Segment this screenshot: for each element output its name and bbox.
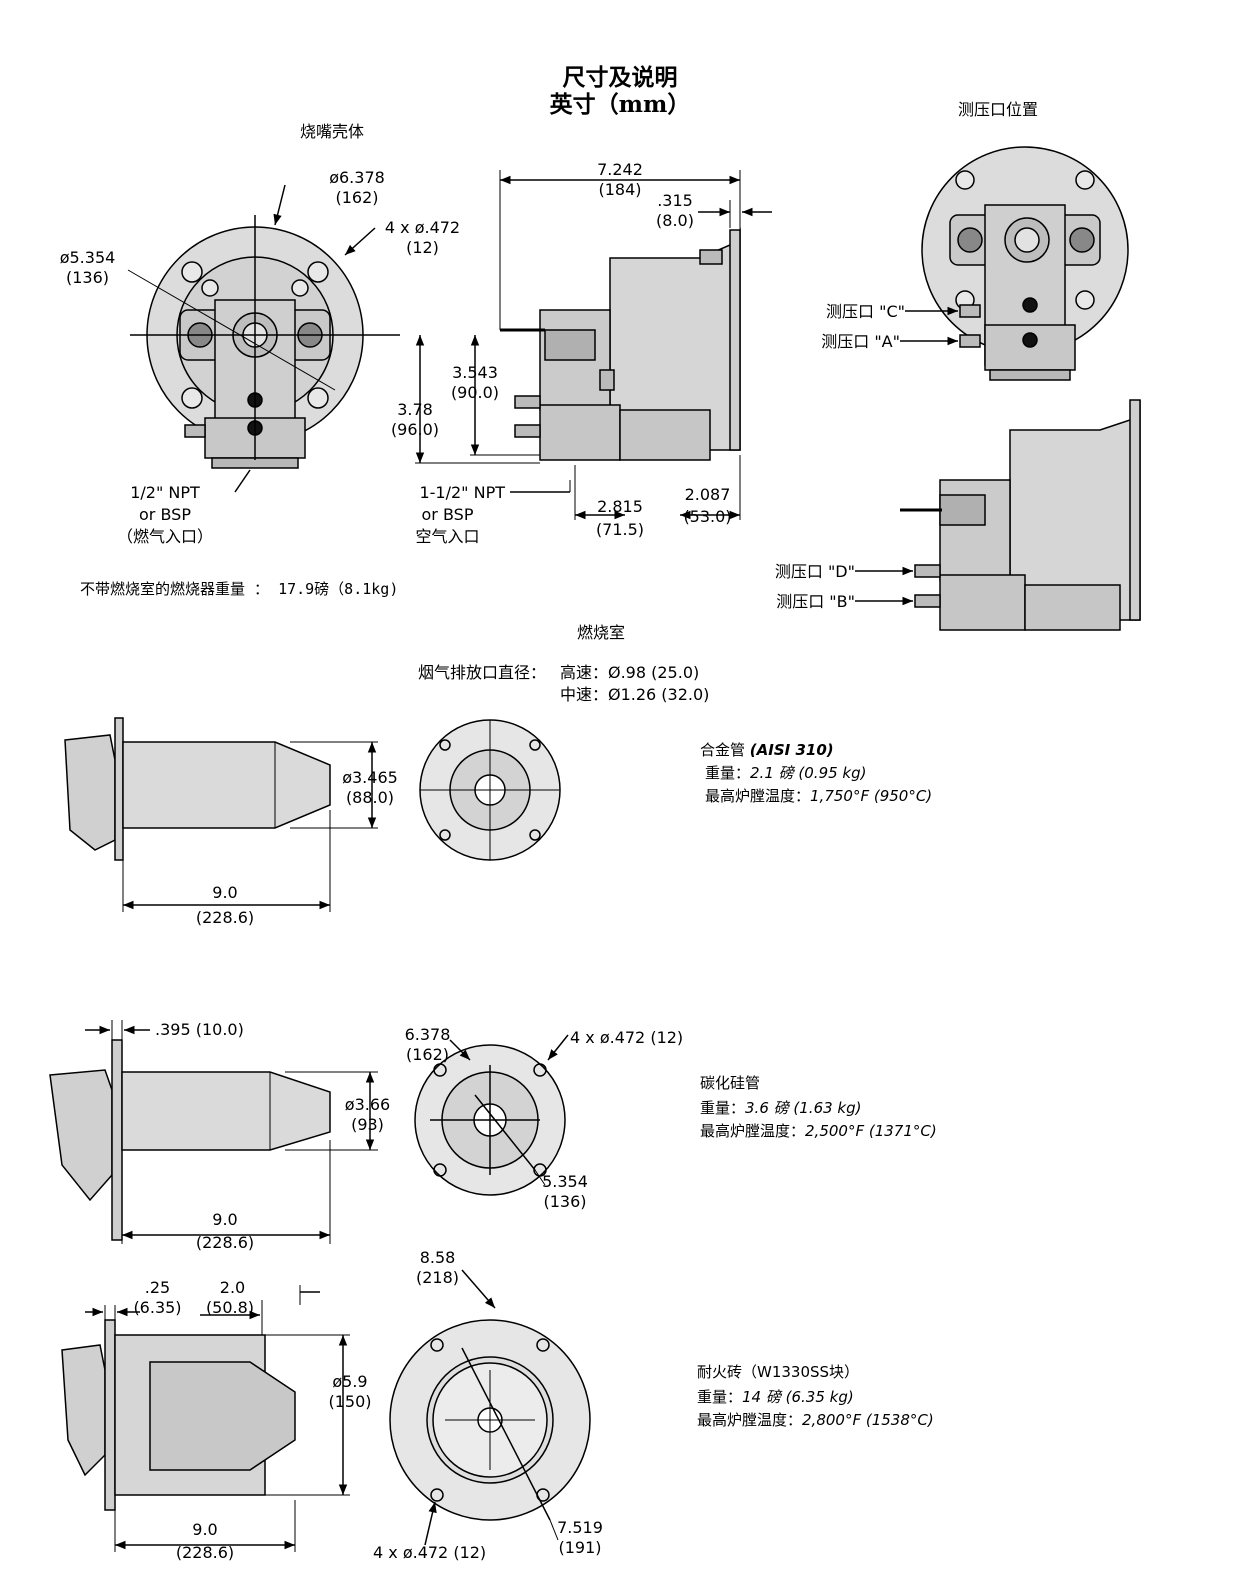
sic-weight: 重量：3.6 磅 (1.63 kg) [700,1099,862,1117]
tap-d-label: 测压口 "D" [774,562,855,581]
dim-width-2-mm: (53.0) [683,507,732,526]
tap-a-label: 测压口 "A" [821,332,900,351]
dim-hole-count-mm: (12) [406,238,439,257]
burner-weight-note: 不带燃烧室的燃烧器重量 ： 17.9磅（8.1kg) [80,580,399,598]
housing-label: 烧嘴壳体 [300,122,365,141]
sic-dia: ø3.66 [344,1095,391,1114]
refractory-weight: 重量：14 磅 (6.35 kg) [697,1388,854,1406]
dim-length: 7.242 [597,160,643,179]
air-inlet-label: 空气入口 [415,527,480,546]
alloy-title: 合金管 (AISI 310) [700,740,834,761]
dim-bolt-circle-mm: (136) [65,268,110,287]
alloy-name: 合金管 [700,741,746,759]
gas-inlet-alt: or BSP [139,505,191,524]
dim-bolt-circle: ø5.354 [59,248,116,267]
refractory-front [389,1269,591,1546]
sic-flange-dim: .395 (10.0) [155,1020,244,1039]
refractory-flange: .25 [144,1278,171,1297]
sic-tube-front [414,1034,569,1196]
sic-bolt-circle-mm: (136) [543,1192,587,1211]
sic-holes: 4 x ø.472 (12) [570,1028,684,1047]
exhaust-high-speed: 高速：Ø.98 (25.0) [560,663,700,682]
refractory-dia-mm: (150) [328,1392,372,1411]
air-inlet-alt: or BSP [421,505,474,524]
exhaust-mid-speed: 中速：Ø1.26 (32.0) [560,685,710,704]
refractory-length-mm: (228.6) [175,1543,235,1562]
sic-outer-dia: 6.378 [404,1025,451,1044]
dim-width-1: 2.815 [597,497,643,516]
alloy-dia: ø3.465 [342,768,398,787]
dim-height-2-mm: (96.0) [390,420,440,439]
refractory-outer-dia-mm: (218) [415,1268,460,1287]
sic-outer-dia-mm: (162) [405,1045,450,1064]
refractory-flange-mm: (6.35) [133,1298,182,1317]
housing-front-view [127,184,400,493]
alloy-weight: 重量：2.1 磅 (0.95 kg) [705,764,867,782]
alloy-length-mm: (228.6) [195,908,255,927]
refractory-depth: 2.0 [219,1278,246,1297]
sic-length: 9.0 [212,1210,238,1229]
combustor-heading: 燃烧室 [577,623,626,642]
page-subtitle: 英寸（mm） [549,91,691,118]
sic-max-temp: 最高炉膛温度：2,500°F (1371°C) [700,1122,937,1140]
refractory-bolt-circle-mm: (191) [558,1538,602,1557]
sic-length-mm: (228.6) [195,1233,255,1252]
housing-side-view [415,170,772,520]
dim-width-1-mm: (71.5) [595,520,645,539]
tap-b-label: 测压口 "B" [776,592,855,611]
dim-outer-dia: ø6.378 [329,168,385,187]
dim-flange: .315 [657,191,693,210]
refractory-side [61,1285,350,1552]
alloy-dia-mm: (88.0) [345,788,395,807]
dim-height-1-mm: (90.0) [450,383,500,402]
exhaust-label: 烟气排放口直径： [418,663,547,682]
alloy-tube-side [64,717,378,912]
sic-title: 碳化硅管 [700,1074,761,1092]
refractory-max-temp: 最高炉膛温度：2,800°F (1538°C) [697,1411,934,1429]
dim-height-2: 3.78 [397,400,433,419]
refractory-length: 9.0 [192,1520,218,1539]
alloy-grade: (AISI 310) [749,741,834,759]
sic-bolt-circle: 5.354 [542,1172,588,1191]
refractory-holes: 4 x ø.472 (12) [373,1543,487,1562]
dim-length-mm: (184) [598,180,642,199]
dim-width-2: 2.087 [684,485,731,504]
refractory-bolt-circle: 7.519 [557,1518,603,1537]
refractory-depth-mm: (50.8) [205,1298,255,1317]
dim-height-1: 3.543 [452,363,498,382]
tap-front-view [900,146,1129,381]
dim-flange-mm: (8.0) [656,211,694,230]
air-inlet-thread: 1-1/2" NPT [419,483,505,502]
tap-side-view [855,399,1141,631]
alloy-tube-front [419,719,561,861]
tap-location-label: 测压口位置 [958,100,1039,119]
tap-c-label: 测压口 "C" [826,302,905,321]
dim-hole-count: 4 x ø.472 [384,218,461,237]
dim-outer-dia-mm: (162) [335,188,379,207]
gas-inlet-thread: 1/2" NPT [130,483,200,502]
alloy-length: 9.0 [212,883,238,902]
sic-tube-side [49,1020,378,1244]
sic-dia-mm: (93) [351,1115,384,1134]
alloy-max-temp: 最高炉膛温度：1,750°F (950°C) [705,787,933,805]
refractory-title: 耐火砖（W1330SS块） [697,1363,860,1381]
refractory-dia: ø5.9 [332,1372,368,1391]
refractory-outer-dia: 8.58 [419,1248,456,1267]
page-title: 尺寸及说明 [562,64,678,91]
gas-inlet-label: （燃气入口） [116,527,213,546]
